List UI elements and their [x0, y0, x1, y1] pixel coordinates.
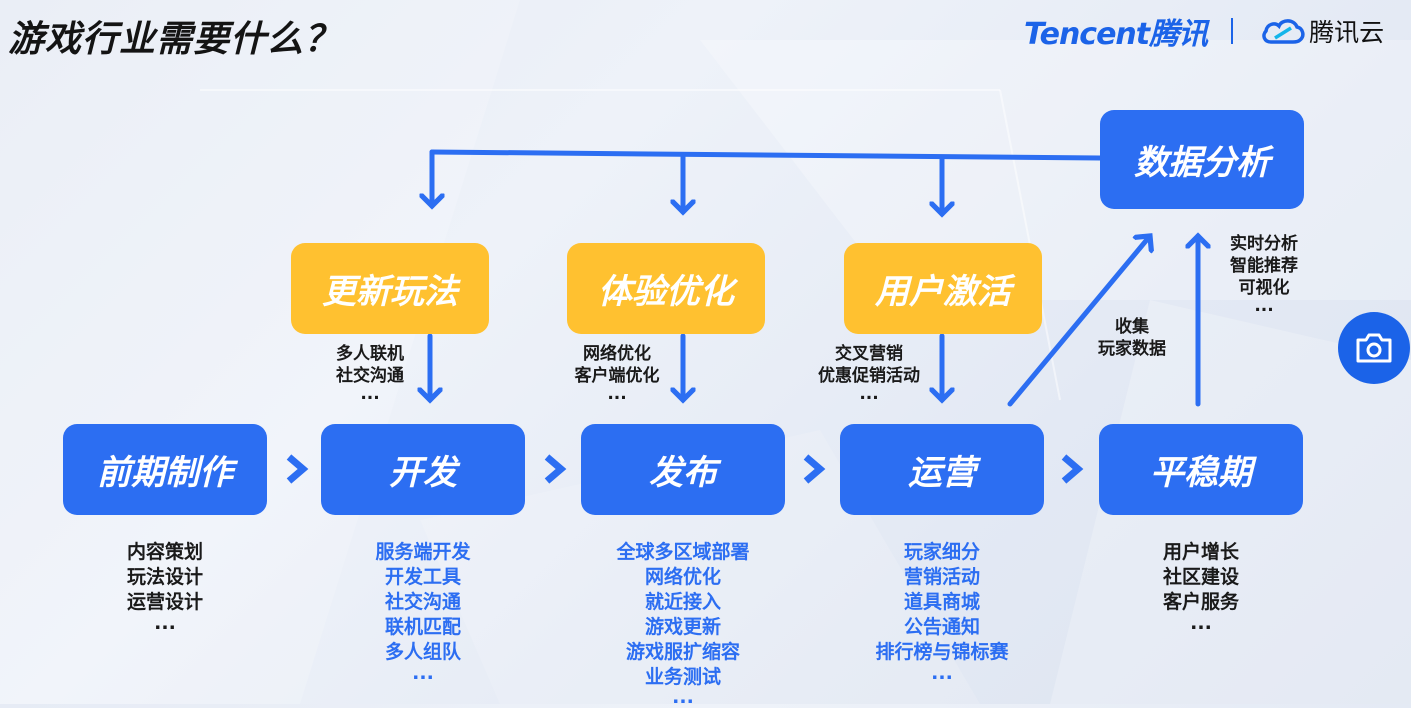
tencent-cloud-logo: 腾讯云	[1309, 18, 1385, 47]
brand-divider	[1231, 18, 1234, 44]
camera-icon	[1356, 333, 1392, 363]
camera-button[interactable]	[1338, 312, 1410, 384]
stage-operation: 运营	[840, 424, 1044, 515]
node-experience-optimization: 体验优化	[567, 243, 765, 334]
list-development: 服务端开发 开发工具 社交沟通 联机匹配 多人组队 ...	[375, 541, 471, 684]
note-analysis: 实时分析 智能推荐 可视化 ...	[1230, 234, 1298, 316]
list-release: 全球多区域部署 网络优化 就近接入 游戏更新 游戏服扩缩容 业务测试 ...	[616, 541, 750, 708]
chevron-right-icon	[286, 454, 309, 484]
arrow-operation-to-data	[1007, 236, 1150, 407]
stage-preproduction: 前期制作	[63, 424, 267, 515]
node-user-activation: 用户激活	[844, 243, 1042, 334]
list-operation: 玩家细分 营销活动 道具商城 公告通知 排行榜与锦标赛 ...	[875, 541, 1009, 684]
chevron-right-icon	[803, 454, 826, 484]
node-update-gameplay: 更新玩法	[291, 243, 489, 334]
note-collect-player-data: 收集 玩家数据	[1098, 317, 1166, 359]
cloud-logo-icon	[1262, 19, 1305, 44]
note-experience-optimization: 网络优化 客户端优化 ...	[574, 344, 660, 404]
stage-development: 开发	[321, 424, 525, 515]
feedback-line	[429, 149, 1103, 161]
stage-stable: 平稳期	[1099, 424, 1303, 515]
note-update-gameplay: 多人联机 社交沟通 ...	[336, 344, 404, 404]
list-preproduction: 内容策划 玩法设计 运营设计 ...	[126, 541, 203, 634]
brand-bar: Tencent腾讯 腾讯云	[1024, 12, 1385, 52]
page-title: 游戏行业需要什么？	[8, 19, 342, 60]
chevron-right-icon	[544, 454, 567, 484]
list-stable: 用户增长 社区建设 客户服务 ...	[1162, 541, 1239, 634]
tencent-logo: Tencent腾讯	[1024, 17, 1208, 52]
chevron-right-icon	[1061, 454, 1084, 484]
stage-release: 发布	[581, 424, 785, 515]
note-user-activation: 交叉营销 优惠促销活动 ...	[818, 344, 920, 404]
node-data-analysis: 数据分析	[1100, 110, 1304, 209]
